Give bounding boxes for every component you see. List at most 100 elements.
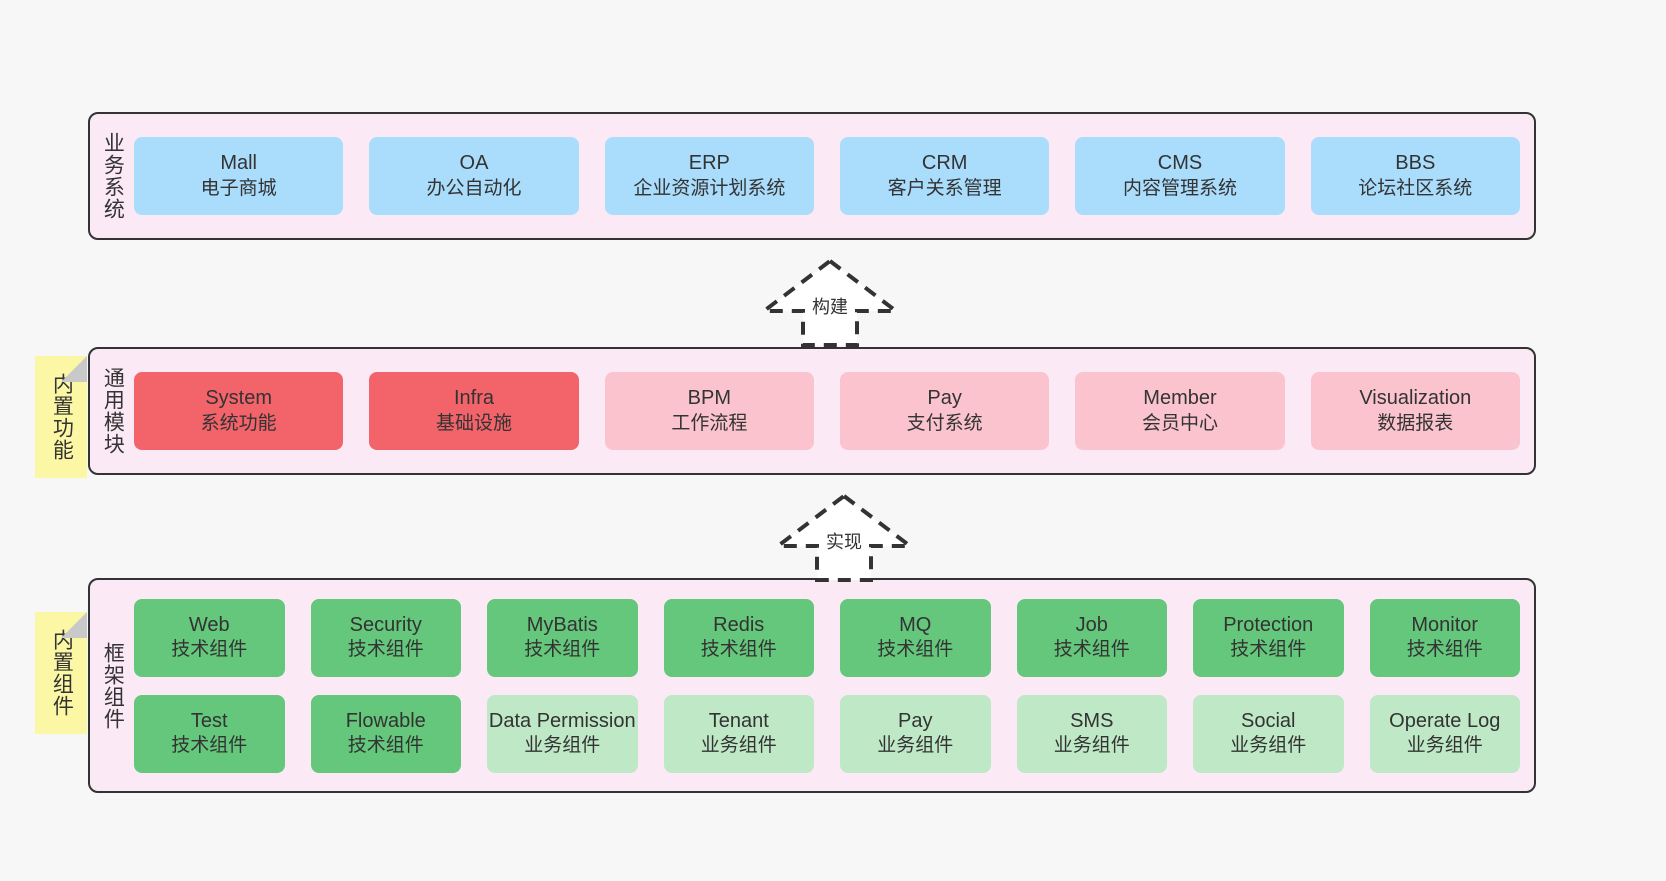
node-subtitle: 技术组件	[877, 639, 954, 661]
node-mall[interactable]: Mall 电子商城	[134, 137, 344, 215]
layer-business-system: 业务系统 Mall 电子商城 OA 办公自动化 ERP 企业资源计划系统 CRM…	[88, 112, 1536, 240]
node-subtitle: 论坛社区系统	[1358, 177, 1473, 199]
note-label: 内置功能	[50, 373, 74, 461]
node-job[interactable]: Job 技术组件	[1016, 598, 1167, 677]
node-pay-component[interactable]: Pay 业务组件	[840, 694, 991, 773]
node-title: Web	[188, 613, 230, 636]
layer-body-common-module: System 系统功能 Infra 基础设施 BPM 工作流程 Pay 支付系统…	[134, 349, 1534, 473]
layer-framework-component: 框架组件 Web 技术组件 Security 技术组件 MyBatis 技术组件…	[88, 578, 1536, 793]
node-title: Tenant	[708, 709, 769, 732]
node-title: System	[205, 387, 272, 410]
node-subtitle: 企业资源计划系统	[633, 177, 786, 199]
node-row: Test 技术组件 Flowable 技术组件 Data Permission …	[134, 694, 1520, 773]
node-subtitle: 技术组件	[700, 639, 777, 661]
node-tenant[interactable]: Tenant 业务组件	[663, 694, 814, 773]
node-subtitle: 数据报表	[1377, 412, 1454, 434]
node-member[interactable]: Member 会员中心	[1075, 372, 1285, 450]
note-builtin-function: 内置功能	[35, 356, 87, 478]
node-title: Mall	[220, 152, 257, 175]
node-subtitle: 技术组件	[1230, 639, 1307, 661]
layer-body-framework-component: Web 技术组件 Security 技术组件 MyBatis 技术组件 Redi…	[134, 580, 1534, 791]
node-redis[interactable]: Redis 技术组件	[663, 598, 814, 677]
node-subtitle: 技术组件	[347, 735, 424, 757]
node-visualization[interactable]: Visualization 数据报表	[1310, 372, 1520, 450]
node-crm[interactable]: CRM 客户关系管理	[839, 137, 1050, 215]
node-test[interactable]: Test 技术组件	[134, 694, 285, 773]
node-title: ERP	[688, 152, 730, 175]
node-system[interactable]: System 系统功能	[134, 372, 344, 450]
node-title: Job	[1075, 613, 1108, 636]
node-subtitle: 办公自动化	[426, 177, 522, 199]
node-title: Security	[349, 613, 422, 636]
arrow-implement-label: 实现	[826, 532, 862, 552]
node-mq[interactable]: MQ 技术组件	[840, 598, 991, 677]
node-title: CMS	[1157, 152, 1203, 175]
layer-body-business-system: Mall 电子商城 OA 办公自动化 ERP 企业资源计划系统 CRM 客户关系…	[134, 114, 1534, 238]
node-title: Infra	[453, 387, 494, 410]
node-subtitle: 技术组件	[171, 735, 248, 757]
arrow-implement: 实现	[770, 490, 918, 582]
node-sms[interactable]: SMS 业务组件	[1016, 694, 1167, 773]
node-subtitle: 业务组件	[1230, 735, 1307, 757]
node-subtitle: 会员中心	[1141, 412, 1218, 434]
layer-title-framework-component: 框架组件	[101, 641, 125, 730]
node-title: Member	[1143, 387, 1217, 410]
arrow-build-label: 构建	[812, 297, 848, 317]
layer-title-common-module: 通用模块	[101, 367, 125, 455]
node-data-permission[interactable]: Data Permission 业务组件	[487, 694, 638, 773]
node-subtitle: 基础设施	[435, 412, 512, 434]
note-label: 内置组件	[50, 629, 74, 717]
node-title: Protection	[1223, 613, 1314, 636]
node-web[interactable]: Web 技术组件	[134, 598, 285, 677]
node-title: Flowable	[345, 709, 426, 732]
node-subtitle: 技术组件	[524, 639, 601, 661]
node-row: Mall 电子商城 OA 办公自动化 ERP 企业资源计划系统 CRM 客户关系…	[134, 137, 1520, 215]
node-title: MyBatis	[526, 613, 598, 636]
node-erp[interactable]: ERP 企业资源计划系统	[604, 137, 814, 215]
node-subtitle: 业务组件	[1406, 735, 1483, 757]
node-title: Redis	[713, 613, 765, 636]
node-title: SMS	[1070, 709, 1114, 732]
node-bpm[interactable]: BPM 工作流程	[604, 372, 814, 450]
node-pay-module[interactable]: Pay 支付系统	[839, 372, 1050, 450]
node-infra[interactable]: Infra 基础设施	[369, 372, 579, 450]
node-title: Social	[1241, 709, 1296, 732]
node-subtitle: 内容管理系统	[1122, 177, 1237, 199]
node-bbs[interactable]: BBS 论坛社区系统	[1310, 137, 1520, 215]
node-title: Visualization	[1359, 387, 1472, 410]
arrow-build-icon	[758, 258, 902, 347]
node-subtitle: 工作流程	[671, 412, 748, 434]
node-title: OA	[459, 152, 489, 175]
node-oa[interactable]: OA 办公自动化	[369, 137, 579, 215]
node-subtitle: 业务组件	[1053, 735, 1130, 757]
node-subtitle: 电子商城	[200, 177, 277, 199]
node-title: Test	[190, 709, 228, 732]
node-subtitle: 支付系统	[906, 412, 983, 434]
node-subtitle: 业务组件	[700, 735, 777, 757]
node-mybatis[interactable]: MyBatis 技术组件	[487, 598, 638, 677]
node-subtitle: 技术组件	[1053, 639, 1130, 661]
node-title: Monitor	[1411, 613, 1479, 636]
node-social[interactable]: Social 业务组件	[1193, 694, 1344, 773]
node-row: System 系统功能 Infra 基础设施 BPM 工作流程 Pay 支付系统…	[134, 372, 1520, 450]
node-subtitle: 系统功能	[200, 412, 277, 434]
node-title: Pay	[898, 709, 933, 732]
node-title: BPM	[687, 387, 731, 410]
node-monitor[interactable]: Monitor 技术组件	[1369, 598, 1520, 677]
node-protection[interactable]: Protection 技术组件	[1193, 598, 1344, 677]
node-flowable[interactable]: Flowable 技术组件	[310, 694, 461, 773]
arrow-implement-icon	[772, 493, 916, 582]
node-subtitle: 业务组件	[877, 735, 954, 757]
node-title: Pay	[927, 387, 962, 410]
arrow-build: 构建	[756, 255, 904, 347]
node-title: CRM	[921, 152, 968, 175]
node-operate-log[interactable]: Operate Log 业务组件	[1369, 694, 1520, 773]
node-cms[interactable]: CMS 内容管理系统	[1075, 137, 1285, 215]
node-subtitle: 业务组件	[524, 735, 601, 757]
node-subtitle: 客户关系管理	[887, 177, 1002, 199]
node-security[interactable]: Security 技术组件	[310, 598, 461, 677]
node-title: BBS	[1395, 152, 1436, 175]
node-subtitle: 技术组件	[1406, 639, 1483, 661]
note-builtin-component: 内置组件	[35, 612, 87, 734]
